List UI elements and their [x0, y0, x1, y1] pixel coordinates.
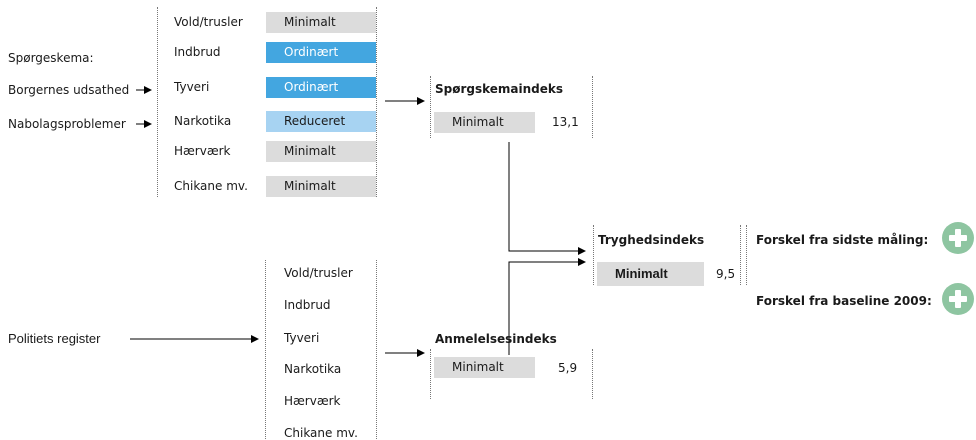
questionnaire-status-box: Minimalt — [266, 141, 376, 162]
police-category-label: Indbrud — [284, 298, 331, 312]
questionnaire-right-bracket — [376, 7, 377, 197]
sporgeskemaindeks-status-box: Minimalt — [434, 112, 535, 133]
police-category-label: Hærværk — [284, 394, 341, 408]
changes-left-bracket — [746, 225, 747, 285]
tryghedsindeks-value: 9,5 — [716, 267, 736, 281]
police-register-label: Politiets register — [8, 331, 101, 346]
arrow-sporgeskema-to-tryghed — [508, 142, 586, 255]
sporgeskemaindeks-title: Spørgskemaindeks — [435, 82, 564, 96]
questionnaire-category-label: Hærværk — [174, 144, 231, 158]
plus-icon — [942, 283, 974, 315]
questionnaire-category-label: Chikane mv. — [174, 179, 248, 193]
anmeldelse-left-bracket — [430, 349, 431, 399]
anmeldelse-right-bracket — [592, 349, 593, 399]
questionnaire-left-bracket — [157, 7, 158, 197]
input-nabolag-label: Nabolagsproblemer — [8, 117, 126, 131]
police-list-right-bracket — [376, 260, 377, 439]
police-category-label: Tyveri — [284, 331, 320, 345]
plus-icon — [942, 222, 974, 254]
questionnaire-category-label: Tyveri — [174, 80, 210, 94]
questionnaire-status-box: Ordinært — [266, 42, 376, 63]
police-category-label: Vold/trusler — [284, 266, 353, 280]
questionnaire-category-label: Vold/trusler — [174, 15, 243, 29]
police-category-label: Narkotika — [284, 362, 342, 376]
input-udsathed-label: Borgernes udsathed — [8, 83, 130, 97]
questionnaire-heading: Spørgeskema: — [8, 51, 94, 65]
questionnaire-status-box: Reduceret — [266, 111, 376, 132]
sporgeskema-right-bracket — [592, 76, 593, 138]
questionnaire-status-box: Minimalt — [266, 12, 376, 33]
change-last-label: Forskel fra sidste måling: — [756, 233, 929, 247]
change-baseline-label: Forskel fra baseline 2009: — [756, 294, 932, 308]
questionnaire-category-label: Indbrud — [174, 45, 221, 59]
anmeldelsesindeks-title: Anmelelsesindeks — [435, 332, 557, 346]
anmeldelsesindeks-value: 5,9 — [558, 361, 578, 375]
questionnaire-status-box: Ordinært — [266, 77, 376, 98]
anmeldelsesindeks-status-box: Minimalt — [434, 357, 535, 378]
questionnaire-category-label: Narkotika — [174, 114, 232, 128]
sporgeskema-left-bracket — [430, 76, 431, 138]
tryghed-left-bracket — [593, 225, 594, 285]
police-list-left-bracket — [265, 260, 266, 439]
arrow-anmeldelse-to-tryghed — [508, 258, 586, 355]
police-category-label: Chikane mv. — [284, 426, 358, 440]
questionnaire-status-box: Minimalt — [266, 176, 376, 197]
sporgeskemaindeks-value: 13,1 — [552, 115, 579, 129]
tryghed-right-bracket — [740, 225, 741, 285]
tryghedsindeks-status-box: Minimalt — [597, 262, 704, 286]
tryghedsindeks-title: Tryghedsindeks — [598, 233, 705, 247]
